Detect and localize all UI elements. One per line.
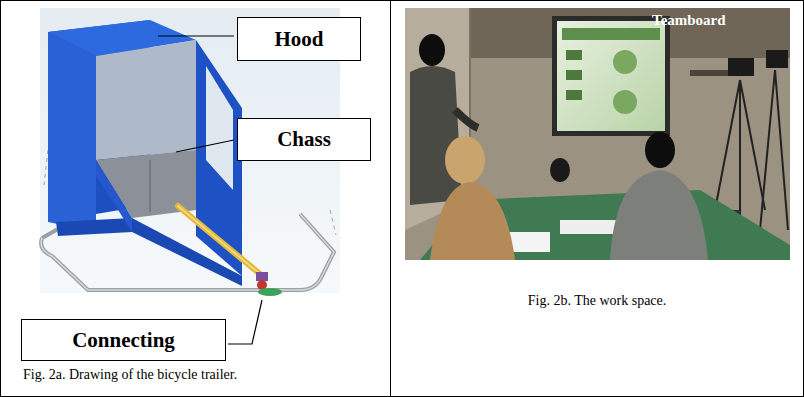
figure-caption: Fig. 2a. Drawing of the bicycle trailer. [23,367,237,383]
figure-panel: Fig. 2a. Drawing of the bicycle trailer.… [0,0,391,397]
callout-box: Chass [237,118,371,161]
photo-label: Teamboard [652,12,726,29]
figure-panel: Fig. 2b. The work space. [390,0,804,397]
callout-box: Hood [237,17,361,61]
figure-caption: Fig. 2b. The work space. [391,293,803,309]
workspace-photo [405,8,790,260]
part-name: Chass [277,127,331,152]
part-name: Hood [274,27,323,52]
callout-box: Connecting [21,319,226,361]
part-name: Connecting [72,328,175,353]
